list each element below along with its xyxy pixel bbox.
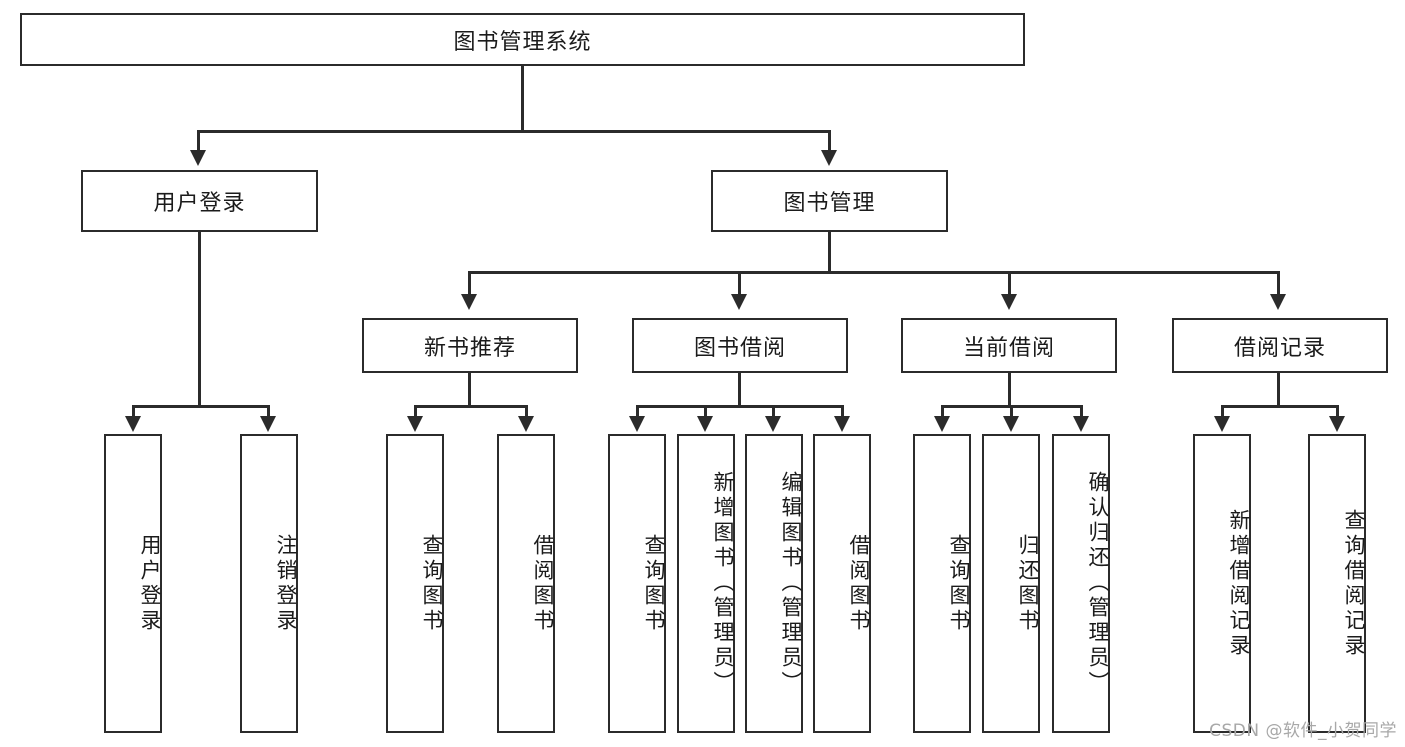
node-label: 新书推荐 [423,335,516,361]
node-label: 图书管理系统 [453,29,592,55]
arrowhead-borrow-record [1270,294,1286,310]
node-leaf-query-book-1[interactable]: 查询图书 [386,434,444,733]
node-leaf-confirm-return[interactable]: 确认归还（管理员） [1052,434,1110,733]
connector-to-leaf-borrow-book-1 [525,405,528,420]
node-label: 借阅图书 [531,533,555,634]
node-leaf-borrow-book-2[interactable]: 借阅图书 [813,434,871,733]
node-leaf-borrow-book-1[interactable]: 借阅图书 [497,434,555,733]
node-leaf-query-record[interactable]: 查询借阅记录 [1308,434,1366,733]
connector-to-book-borrow [738,271,741,296]
node-leaf-query-book-3[interactable]: 查询图书 [913,434,971,733]
connector-to-leaf-query-book-1 [414,405,417,420]
node-label: 查询图书 [642,533,666,634]
connector-book-manage-stem [828,232,831,273]
node-label: 查询图书 [947,533,971,634]
connector-to-leaf-user-login [132,405,135,420]
arrowhead-leaf-query-book-1 [407,416,423,432]
node-label: 新增借阅记录 [1227,508,1251,659]
node-label: 图书管理 [783,191,876,216]
node-leaf-return-book[interactable]: 归还图书 [982,434,1040,733]
node-book-manage[interactable]: 图书管理 [711,170,948,232]
connector-root-to-book-manage [828,130,831,152]
connector-borrow-record-stem [1277,373,1280,407]
node-leaf-logout-login[interactable]: 注销登录 [240,434,298,733]
arrowhead-leaf-query-book-3 [934,416,950,432]
node-label: 注销登录 [274,533,298,634]
connector-to-borrow-record [1277,271,1280,296]
arrowhead-current-borrow [1001,294,1017,310]
connector-book-borrow-bar [636,405,844,408]
connector-book-manage-bar [468,271,1280,274]
node-label: 用户登录 [153,191,246,216]
connector-root-bar [197,130,831,133]
connector-to-leaf-return-book [1010,405,1013,420]
node-current-borrow[interactable]: 当前借阅 [901,318,1117,373]
node-book-borrow[interactable]: 图书借阅 [632,318,848,373]
connector-to-leaf-confirm-return [1080,405,1083,420]
node-leaf-add-record[interactable]: 新增借阅记录 [1193,434,1251,733]
node-label: 新增图书（管理员） [711,471,735,696]
arrowhead-leaf-borrow-book-2 [834,416,850,432]
node-label: 用户登录 [138,533,162,634]
connector-to-leaf-edit-book [772,405,775,420]
connector-to-new-book-recommend [468,271,471,296]
connector-to-leaf-add-record [1221,405,1224,420]
arrowhead-leaf-add-record [1214,416,1230,432]
arrowhead-book-borrow [731,294,747,310]
connector-user-login-bar [132,405,270,408]
connector-to-leaf-add-book [704,405,707,420]
arrowhead-user-login [190,150,206,166]
connector-to-leaf-logout-login [267,405,270,420]
node-leaf-add-book[interactable]: 新增图书（管理员） [677,434,735,733]
connector-to-leaf-query-record [1336,405,1339,420]
node-leaf-edit-book[interactable]: 编辑图书（管理员） [745,434,803,733]
arrowhead-leaf-query-book-2 [629,416,645,432]
arrowhead-leaf-query-record [1329,416,1345,432]
node-label: 当前借阅 [962,335,1055,361]
arrowhead-book-manage [821,150,837,166]
arrowhead-leaf-logout-login [260,416,276,432]
node-leaf-user-login[interactable]: 用户登录 [104,434,162,733]
arrowhead-leaf-borrow-book-1 [518,416,534,432]
node-label: 借阅图书 [847,533,871,634]
connector-user-login-stem [198,232,201,405]
node-new-book-recommend[interactable]: 新书推荐 [362,318,578,373]
connector-new-book-recommend-stem [468,373,471,407]
node-label: 借阅记录 [1233,335,1326,361]
arrowhead-leaf-user-login [125,416,141,432]
arrowhead-leaf-add-book [697,416,713,432]
node-label: 查询借阅记录 [1342,508,1366,659]
node-user-login[interactable]: 用户登录 [81,170,318,232]
node-label: 图书借阅 [693,335,786,361]
node-label: 查询图书 [420,533,444,634]
connector-root-stem [521,66,524,130]
node-label: 确认归还（管理员） [1086,471,1110,696]
connector-to-leaf-query-book-3 [941,405,944,420]
connector-current-borrow-stem [1008,373,1011,407]
connector-root-to-user-login [197,130,200,152]
node-borrow-record[interactable]: 借阅记录 [1172,318,1388,373]
node-root-system[interactable]: 图书管理系统 [20,13,1025,66]
connector-to-current-borrow [1008,271,1011,296]
connector-book-borrow-stem [738,373,741,407]
node-label: 归还图书 [1016,533,1040,634]
connector-to-leaf-query-book-2 [636,405,639,420]
arrowhead-leaf-return-book [1003,416,1019,432]
arrowhead-leaf-edit-book [765,416,781,432]
arrowhead-leaf-confirm-return [1073,416,1089,432]
node-leaf-query-book-2[interactable]: 查询图书 [608,434,666,733]
arrowhead-new-book-recommend [461,294,477,310]
connector-to-leaf-borrow-book-2 [841,405,844,420]
connector-new-book-recommend-bar [414,405,528,408]
node-label: 编辑图书（管理员） [779,471,803,696]
connector-borrow-record-bar [1221,405,1339,408]
